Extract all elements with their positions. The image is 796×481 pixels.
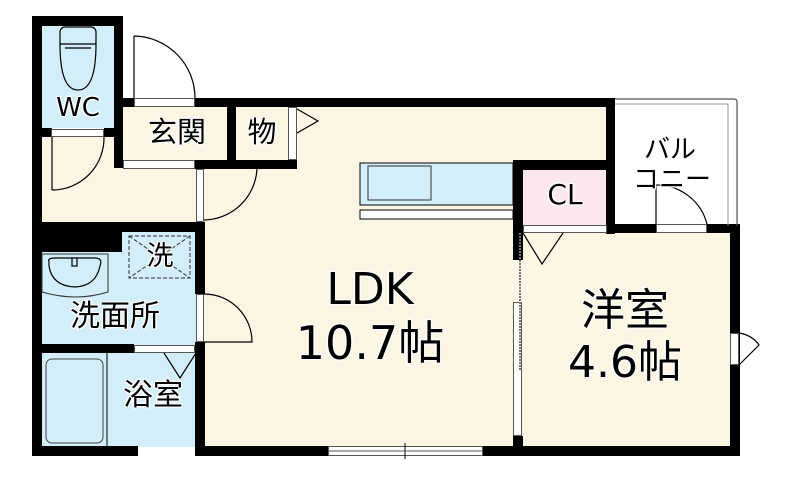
western-room-label: 洋室 — [581, 285, 669, 336]
wall — [513, 160, 523, 260]
closet-label: CL — [547, 178, 583, 211]
ldk-label: LDK — [326, 264, 414, 315]
wall — [32, 446, 138, 456]
wall — [195, 222, 205, 294]
wall — [114, 98, 134, 107]
wall — [513, 436, 523, 456]
washroom-door-opening — [196, 294, 204, 342]
wall — [195, 98, 615, 107]
wall — [606, 224, 656, 233]
balcony-label-line2: コニー — [632, 165, 711, 195]
wall — [32, 222, 122, 252]
balcony-label-line1: バル — [643, 135, 696, 165]
closet-room — [522, 170, 606, 226]
genkan-label: 玄関 — [147, 115, 206, 149]
western-room — [522, 230, 730, 450]
balcony-door-opening — [656, 224, 707, 233]
wall — [513, 160, 615, 170]
ldk-window — [328, 446, 483, 456]
wall — [114, 16, 123, 168]
sliding-partition-opening — [513, 302, 522, 436]
closet-door-opening — [523, 225, 607, 233]
storage-label: 物 — [247, 115, 277, 149]
wall — [32, 16, 123, 26]
ldk-size-label: 10.7帖 — [295, 316, 445, 370]
storage-door-opening — [288, 107, 297, 160]
wc-label: WC — [56, 93, 100, 123]
wall — [104, 128, 123, 137]
wc-door-opening — [51, 129, 104, 137]
wall — [195, 342, 205, 456]
genkan-step-opening — [123, 160, 195, 169]
bath-door-opening — [134, 345, 195, 353]
western-room-window — [730, 333, 739, 365]
washer-label: 洗 — [146, 241, 174, 272]
wall — [32, 128, 52, 137]
wall — [227, 98, 236, 168]
front-door-opening — [134, 98, 195, 107]
western-room-size-label: 4.6帖 — [568, 337, 682, 388]
wall — [32, 344, 134, 353]
washroom-label: 洗面所 — [70, 299, 160, 334]
wall — [707, 224, 740, 233]
wall — [195, 160, 297, 169]
bathroom-label: 浴室 — [123, 378, 183, 413]
hall-to-ldk-opening — [196, 169, 204, 222]
